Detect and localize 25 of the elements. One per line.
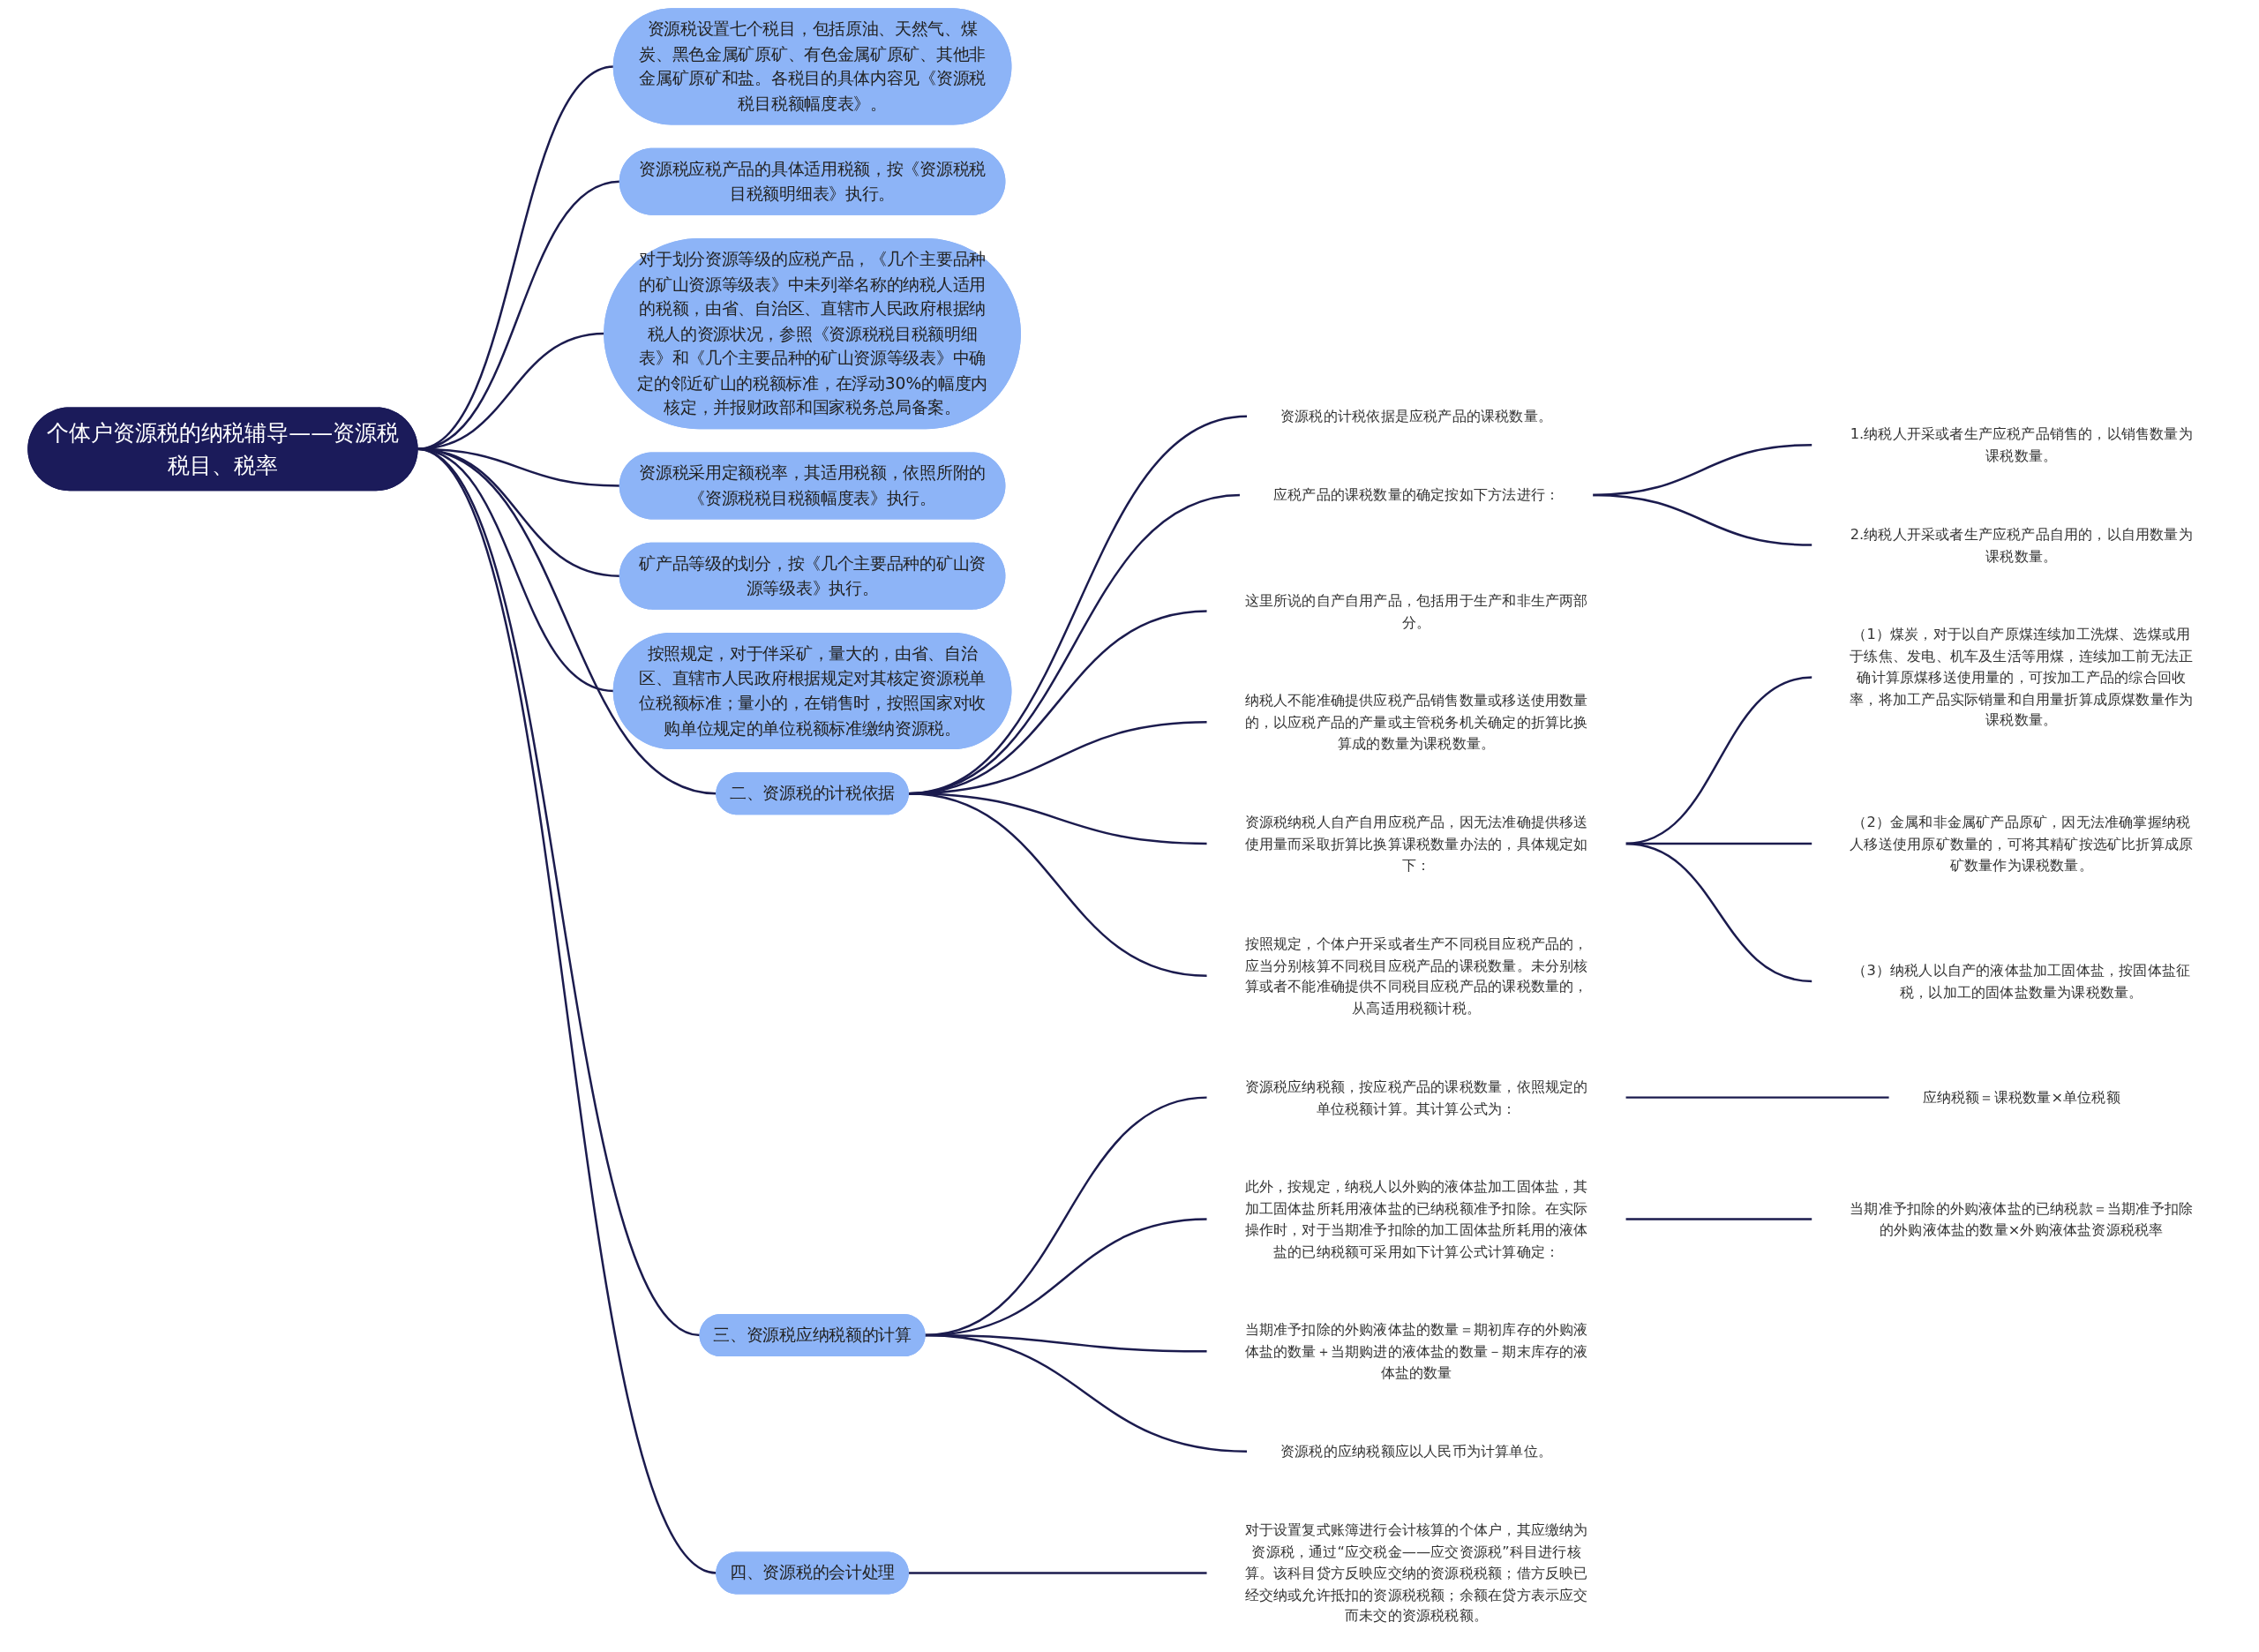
connector — [925, 1333, 1248, 1453]
node-text: 当期准予扣除的外购液体盐的数量＝期初库存的外购液体盐的数量＋当期购进的液体盐的数量－期末库存的液体盐的数量 — [1244, 1321, 1588, 1381]
node-text: 资源税纳税人自产自用应税产品，因无法准确提供移送使用量而采取折算比换算课税数量办法的，具体规定如下： — [1244, 813, 1588, 874]
node-text: 资源税应纳税额，按应税产品的课税数量，依照规定的单位税额计算。其计算公式为： — [1244, 1078, 1588, 1116]
node-text: 2.纳税人开采或者生产应税产品自用的，以自用数量为课税数量。 — [1850, 525, 2194, 564]
node-text: 应纳税额＝课税数量×单位税额 — [1922, 1088, 2121, 1106]
node-text: 应税产品的课税数量的确定按如下方法进行： — [1273, 486, 1560, 503]
connector — [908, 792, 1208, 978]
connector — [1625, 1218, 1813, 1220]
node-text: 资源税的计税依据是应税产品的课税数量。 — [1280, 408, 1553, 424]
node-text: （3）纳税人以自产的液体盐加工固体盐，按固体盐征税，以加工的固体盐数量为课税数量。 — [1852, 962, 2191, 1001]
node-text: 此外，按规定，纳税人以外购的液体盐加工固体盐，其加工固体盐所耗用液体盐的已纳税额准予扣除。在实际操作时，对于当期准予扣除的加工固体盐所耗用的液体盐的已纳税额可采用如下计算公式计算确定： — [1244, 1178, 1588, 1259]
connector — [908, 1572, 1208, 1574]
node-text: 纳税人不能准确提供应税产品销售数量或移送使用数量的，以应税产品的产量或主管税务机关确定的折算比换算成的数量为课税数量。 — [1244, 692, 1588, 752]
node-text: 这里所说的自产自用产品，包括用于生产和非生产两部分。 — [1244, 591, 1588, 630]
node-text: 按照规定，个体户开采或者生产不同税目应税产品的，应当分别核算不同税目应税产品的课税数量。未分别核算或者不能准确提供不同税目应税产品的课税数量的，从高适用税额计税。 — [1244, 935, 1588, 1017]
node-text: 资源税的应纳税额应以人民币为计算单位。 — [1280, 1443, 1553, 1460]
node-text: 1.纳税人开采或者生产应税产品销售的，以销售数量为课税数量。 — [1850, 425, 2194, 464]
connector — [1592, 493, 1813, 546]
node-text: （2）金属和非金属矿产品原矿，因无法准确掌握纳税人移送使用原矿数量的，可将其精矿按选矿比折算成原矿数量作为课税数量。 — [1850, 813, 2194, 874]
node-text: 当期准予扣除的外购液体盐的已纳税款＝当期准予扣除的外购液体盐的数量×外购液体盐资源税税率 — [1850, 1199, 2194, 1238]
connector — [417, 447, 717, 1574]
node-text: 对于设置复式账簿进行会计核算的个体户，其应缴纳为资源税，通过“应交税金——应交资源税”科目进行核算。该科目贷方反映应交纳的资源税税额；借方反映已经交纳或允许抵扣的资源税税额；余额在贷方表示应交而未交的资源税税额。 — [1244, 1521, 1588, 1625]
connector — [1625, 1096, 1890, 1099]
node-text: （1）煤炭，对于以自产原煤连续加工洗煤、选煤或用于练焦、发电、机车及生活等用煤，连续加工前无法正确计算原煤移送使用量的，可按加工产品的综合回收率，将加工产品实际销量和自用量折算成原煤数量作为课税数量。 — [1850, 626, 2194, 729]
